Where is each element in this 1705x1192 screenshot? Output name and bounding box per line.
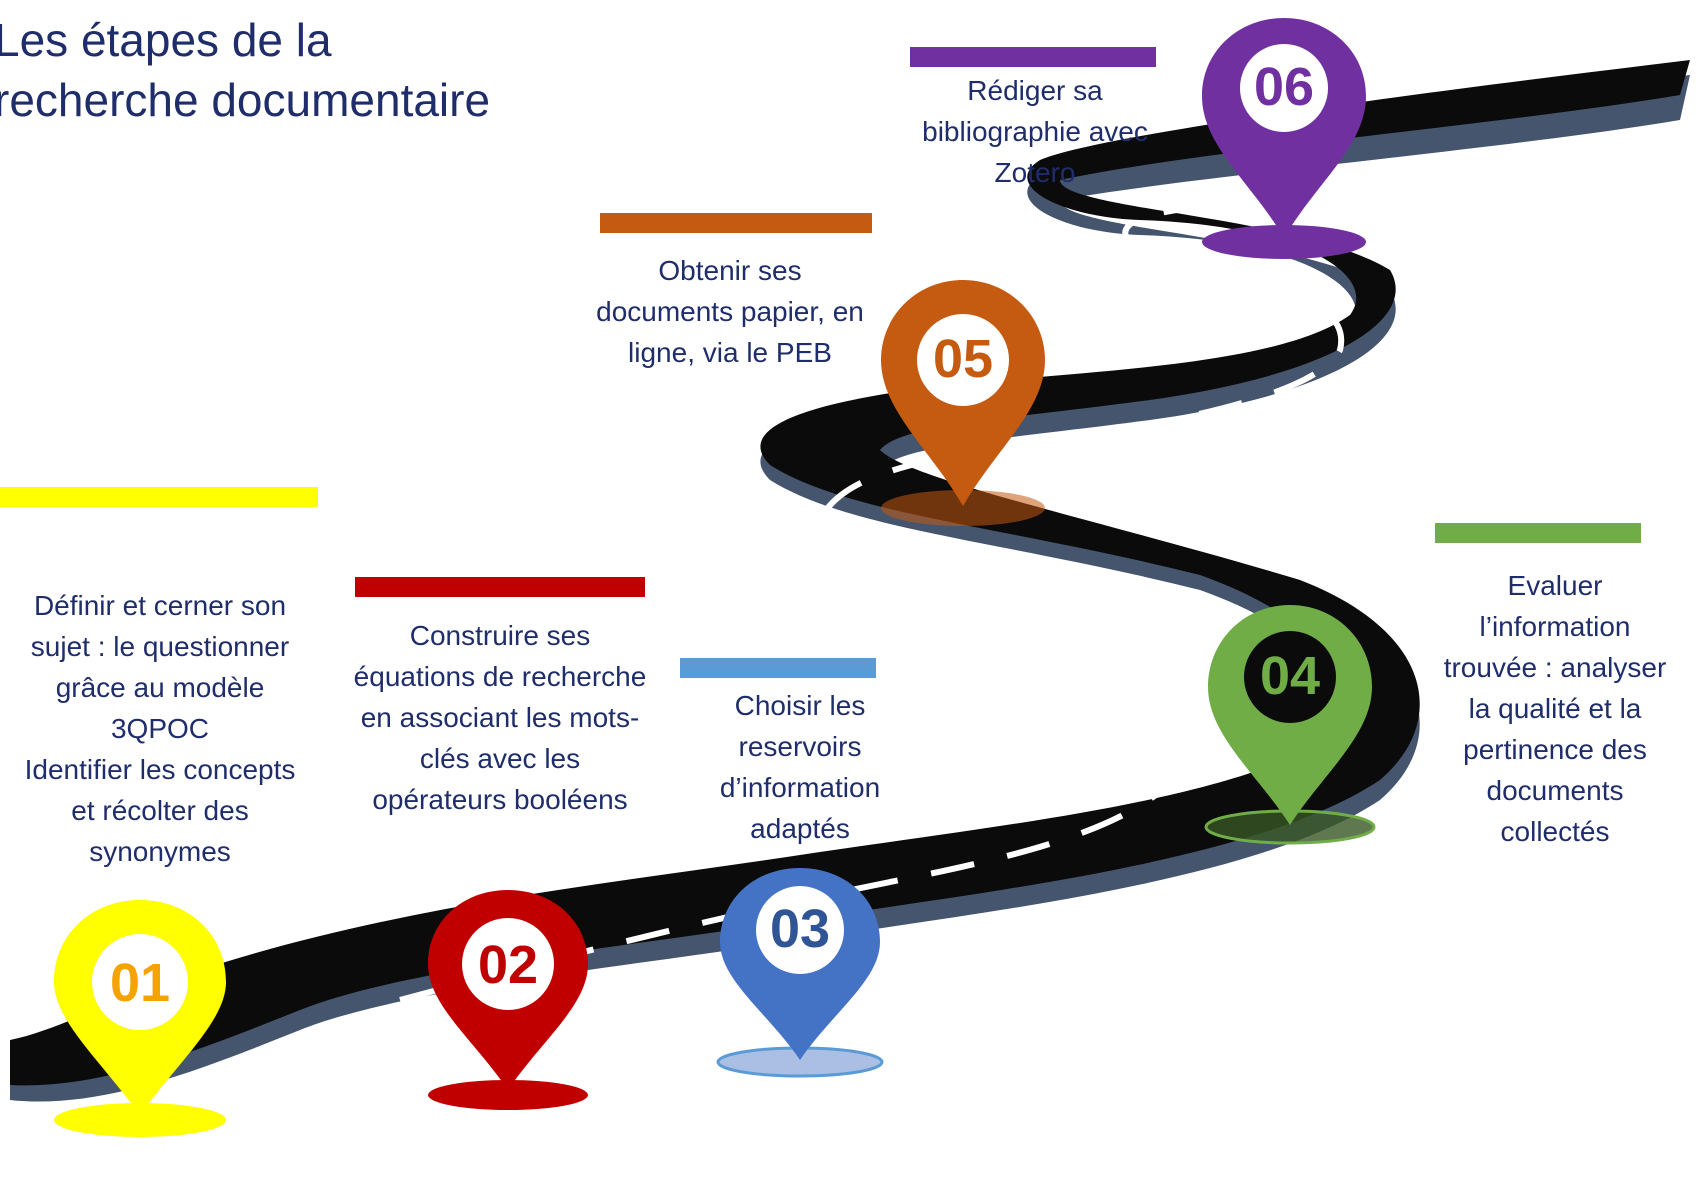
step-05-number: 05 — [932, 329, 994, 389]
step-02-description: Construire ses équations de recherche en… — [330, 615, 670, 820]
step-04-line: l’information — [1479, 611, 1631, 642]
step-04-pin-icon: 04 — [1202, 605, 1378, 845]
step-04-bar — [1435, 523, 1641, 543]
step-03-line: reservoirs — [738, 731, 862, 762]
step-02-line: en associant les mots- — [360, 702, 640, 733]
step-03-line: Choisir les — [734, 690, 866, 721]
step-01-line: sujet : le questionner — [30, 631, 290, 662]
step-04-line: la qualité et la — [1468, 693, 1642, 724]
step-02-line: équations de recherche — [353, 661, 647, 692]
step-06-number: 06 — [1253, 57, 1315, 117]
step-06-line: Rédiger sa — [967, 75, 1103, 106]
step-01-line: 3QPOC — [110, 713, 210, 744]
step-06-description: Rédiger sa bibliographie avec Zotero — [880, 70, 1190, 193]
step-04-description: Evaluer l’information trouvée : analyser… — [1405, 565, 1705, 852]
step-01-line: Identifier les concepts — [24, 754, 296, 785]
step-03-line: adaptés — [750, 813, 850, 844]
step-05-pin-icon: 05 — [875, 280, 1051, 530]
step-05-line: Obtenir ses — [658, 255, 802, 286]
step-01-line: grâce au modèle — [55, 672, 265, 703]
step-02-pin-icon: 02 — [420, 890, 596, 1112]
page-title: Les étapes de la recherche documentaire — [0, 10, 490, 130]
step-03-bar — [680, 658, 876, 678]
step-02-line: clés avec les — [419, 743, 581, 774]
road-center-dashes — [399, 157, 1501, 1003]
step-02-line: Construire ses — [409, 620, 591, 651]
step-06-bar — [910, 47, 1156, 67]
step-06-line: Zotero — [994, 157, 1076, 188]
step-04-line: pertinence des — [1463, 734, 1647, 765]
step-01-pin-icon: 01 — [40, 900, 240, 1140]
step-05-description: Obtenir ses documents papier, en ligne, … — [575, 250, 885, 373]
step-03-number: 03 — [769, 899, 831, 959]
step-01-line: synonymes — [89, 836, 231, 867]
title-line-1: Les étapes de la — [0, 14, 332, 66]
step-04-line: documents — [1486, 775, 1624, 806]
step-05-bar — [600, 213, 872, 233]
step-04-line: collectés — [1500, 816, 1610, 847]
step-01-description: Définir et cerner son sujet : le questio… — [0, 585, 330, 872]
step-04-line: Evaluer — [1507, 570, 1603, 601]
step-01-line: Définir et cerner son — [33, 590, 287, 621]
title-line-2: recherche documentaire — [0, 74, 491, 126]
step-03-pin-icon: 03 — [712, 868, 888, 1080]
step-02-bar — [355, 577, 645, 597]
step-01-number: 01 — [109, 953, 171, 1013]
step-05-line: ligne, via le PEB — [628, 337, 832, 368]
step-03-description: Choisir les reservoirs d’information ada… — [660, 685, 940, 849]
step-01-bar — [0, 487, 318, 507]
step-04-number: 04 — [1259, 646, 1321, 706]
road-shadow — [10, 75, 1690, 1102]
step-03-line: d’information — [719, 772, 881, 803]
step-02-line: opérateurs booléens — [372, 784, 628, 815]
step-02-number: 02 — [477, 935, 539, 995]
step-04-line: trouvée : analyser — [1443, 652, 1667, 683]
step-01-line: et récolter des — [71, 795, 249, 826]
step-06-line: bibliographie avec — [922, 116, 1148, 147]
step-05-line: documents papier, en — [596, 296, 864, 327]
step-06-pin-icon: 06 — [1196, 18, 1372, 264]
